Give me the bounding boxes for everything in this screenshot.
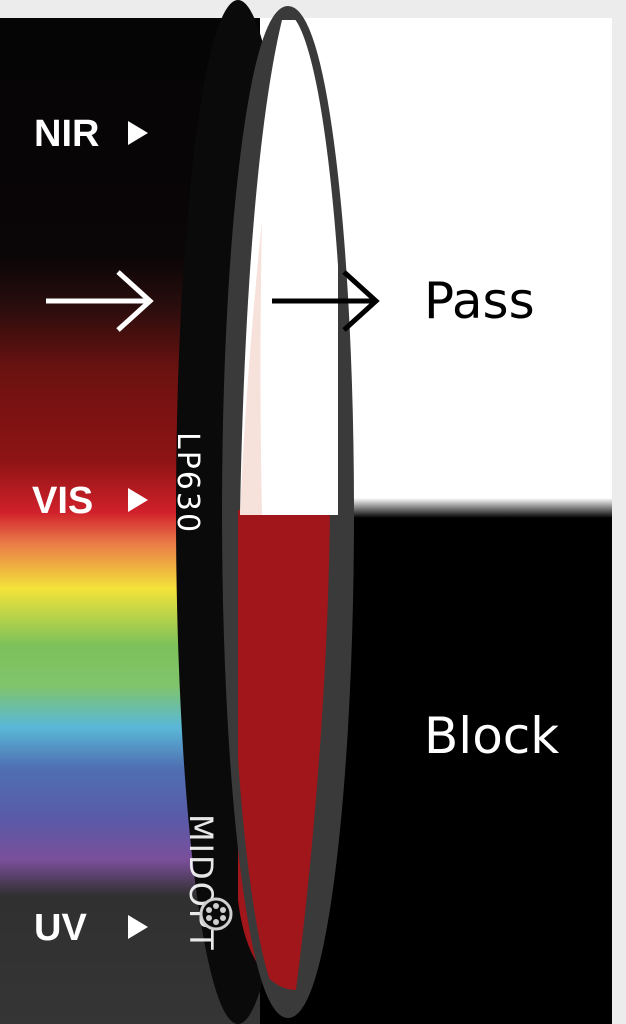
filter-glass-tint: [240, 220, 262, 515]
pass-label: Pass: [424, 272, 535, 330]
triangle-right-icon: [128, 488, 148, 512]
arrow-right-icon: [46, 270, 154, 332]
uv-label: UV: [34, 907, 87, 949]
block-label: Block: [424, 707, 559, 765]
nir-label: NIR: [34, 113, 99, 155]
brand-label: MIDOPT: [182, 814, 220, 952]
filter-model-label: LP630: [170, 432, 205, 534]
vis-label: VIS: [32, 480, 93, 522]
filter-rim-edge: [222, 6, 354, 1018]
arrow-right-icon: [272, 270, 380, 332]
aperture-ring-icon: [199, 897, 233, 931]
triangle-right-icon: [128, 915, 148, 939]
triangle-right-icon: [128, 121, 148, 145]
filter-glass-clear: [240, 20, 338, 515]
filter-glass: [238, 510, 330, 990]
